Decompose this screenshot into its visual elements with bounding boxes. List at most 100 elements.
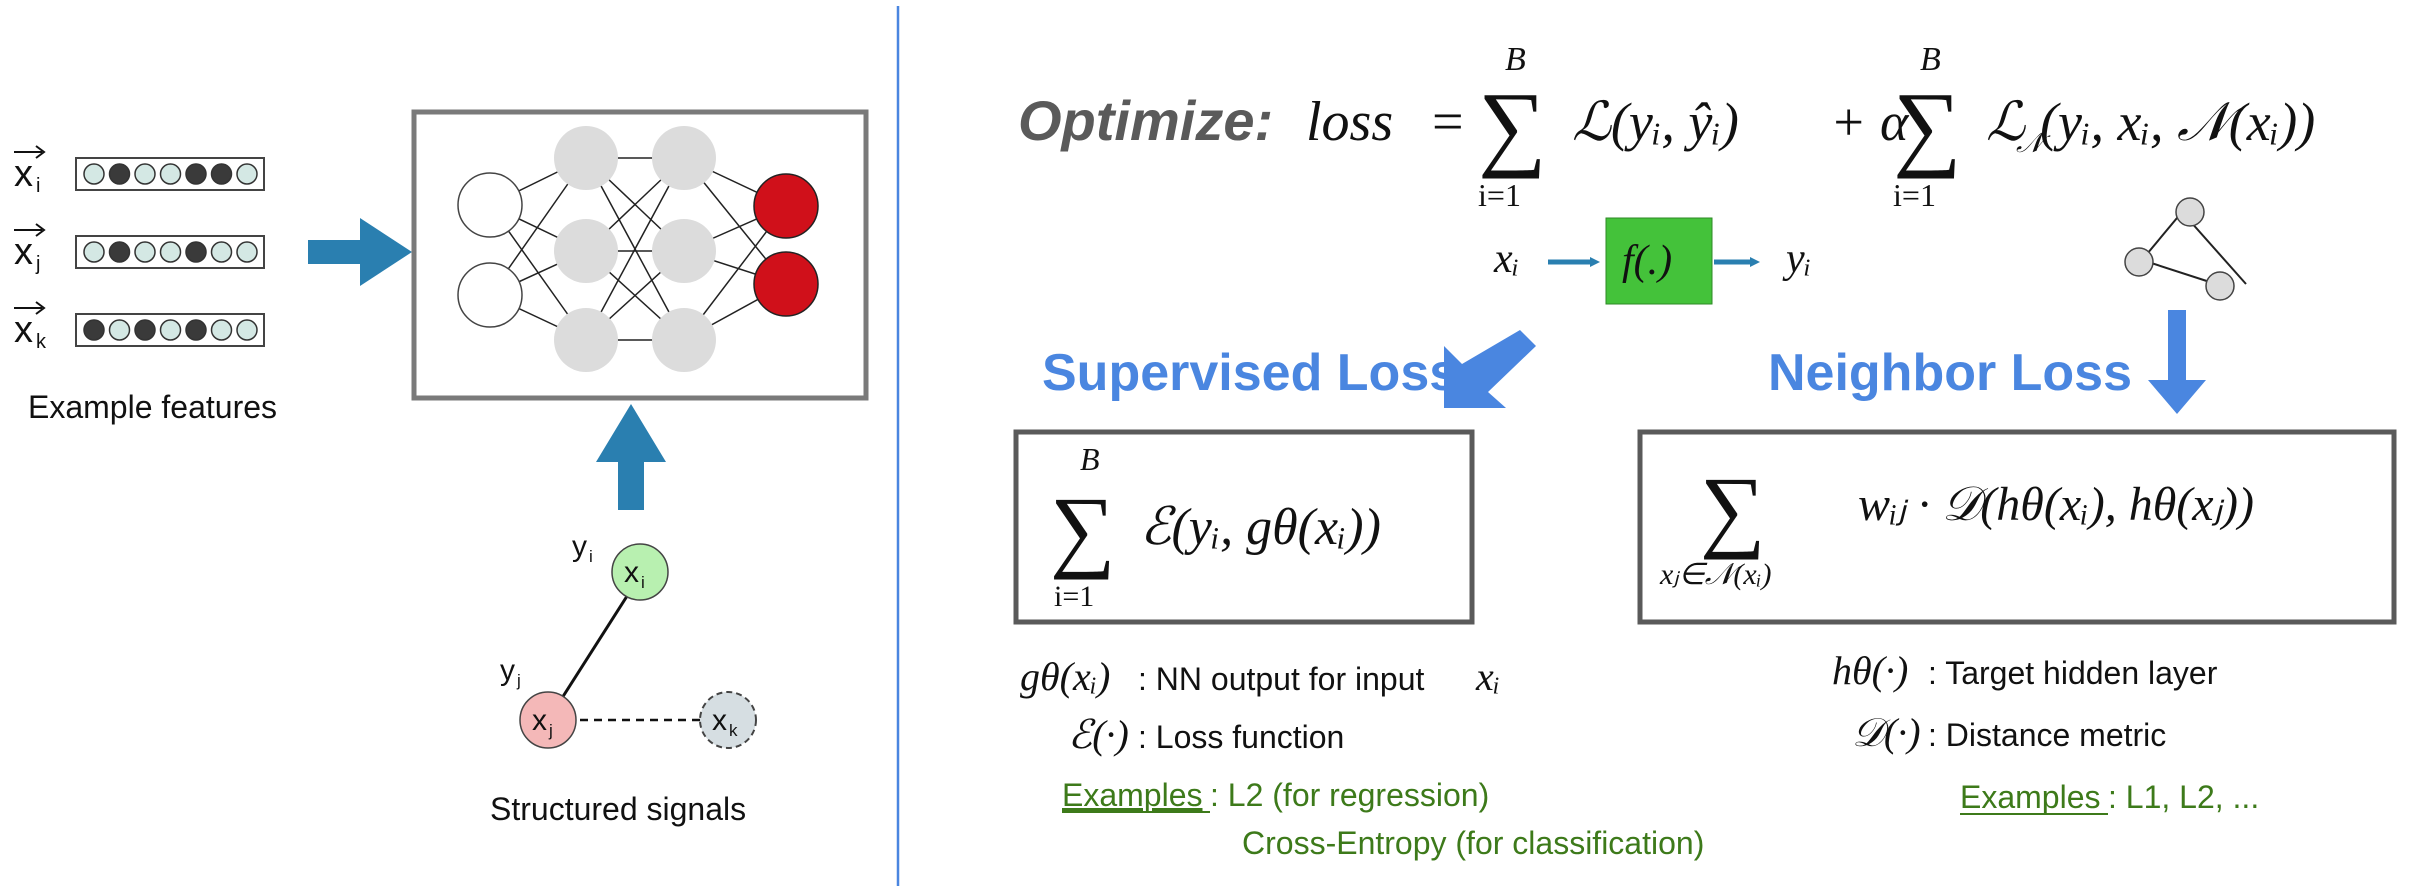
- sup-formula-body: ℰ(yᵢ, gθ(xᵢ)): [1140, 499, 1381, 556]
- label-yj: y: [500, 654, 515, 687]
- examples-text-2: Cross-Entropy (for classification): [1242, 825, 1704, 861]
- loss-term-1: ℒ(yᵢ, ŷᵢ): [1572, 92, 1739, 152]
- label-yi: y: [572, 530, 587, 563]
- structured-signals-graph: x i x j x k y i y j: [500, 530, 757, 749]
- sum-bottom-1: i=1: [1478, 177, 1521, 213]
- plus-alpha: + α: [1830, 92, 1910, 152]
- feature-cell: [108, 163, 131, 185]
- hidden-neuron: [652, 219, 716, 283]
- input-neuron: [457, 262, 523, 328]
- feature-cell: [159, 241, 182, 263]
- feature-cell: [159, 163, 182, 185]
- sum-symbol-icon: ∑: [1050, 478, 1116, 580]
- supervised-notes: gθ(xᵢ) : NN output for input xᵢ ℰ(·) : L…: [1020, 654, 1704, 861]
- loss-term-2: ℒ: [1986, 92, 2026, 152]
- loss-term-2-args: (yᵢ, xᵢ, 𝒩(xᵢ)): [2040, 92, 2315, 152]
- feature-label-xi: x: [14, 153, 33, 195]
- note-tail: xᵢ: [1475, 654, 1500, 699]
- neighbor-notes: hθ(·) : Target hidden layer 𝒟(·) : Dista…: [1832, 648, 2259, 815]
- node-xj-sub: j: [548, 721, 553, 740]
- function-box: [1605, 217, 1713, 305]
- vector-arrowhead-icon: [35, 223, 46, 237]
- input-neuron: [457, 172, 523, 238]
- feature-cell: [134, 319, 156, 341]
- feature-label-xj: x: [14, 231, 33, 273]
- examples-label: Examples: [1960, 779, 2101, 815]
- hidden-neuron: [554, 308, 618, 372]
- sum-symbol-icon: ∑: [1700, 458, 1766, 560]
- equals-sign: =: [1432, 91, 1464, 153]
- note-text: : Target hidden layer: [1928, 655, 2218, 691]
- flow-input: xᵢ: [1493, 236, 1519, 282]
- examples-label: Examples: [1062, 777, 1203, 813]
- node-xi: [611, 543, 669, 601]
- node-xi-label: x: [624, 556, 639, 589]
- feature-cell: [236, 241, 258, 263]
- loss-equation: Optimize: loss = B ∑ i=1 ℒ(yᵢ, ŷᵢ) + α B…: [1018, 41, 2315, 213]
- feature-cell: [185, 241, 207, 263]
- structured-signals-label: Structured signals: [490, 791, 746, 827]
- feature-cell: [83, 319, 105, 341]
- sum-top-2: B: [1920, 41, 1941, 78]
- feature-sub-i: i: [36, 175, 40, 197]
- note-symbol: hθ(·): [1832, 648, 1908, 693]
- hidden-neuron: [652, 308, 716, 372]
- feature-cell: [134, 241, 156, 263]
- feature-cell: [236, 163, 258, 185]
- note-symbol: 𝒟(·): [1852, 710, 1921, 755]
- feature-cell: [108, 241, 131, 263]
- feature-cell: [83, 241, 105, 263]
- sum-bottom-2: i=1: [1893, 177, 1936, 213]
- neural-network: [411, 109, 869, 401]
- output-neuron: [753, 251, 819, 317]
- sup-sum-top: B: [1080, 441, 1100, 477]
- note-symbol: gθ(xᵢ): [1020, 654, 1110, 699]
- sup-sum-bottom: i=1: [1054, 580, 1094, 613]
- feature-cell: [236, 319, 258, 341]
- note-text: : NN output for input: [1138, 661, 1424, 697]
- feature-cell: [210, 241, 233, 263]
- feature-row-k: x k: [14, 301, 265, 353]
- label-yi-sub: i: [589, 547, 593, 566]
- feature-cell: [185, 163, 207, 185]
- node-xk-label: x: [712, 704, 727, 737]
- examples-text: : L2 (for regression): [1210, 777, 1489, 813]
- feature-row-i: x i: [14, 145, 265, 197]
- neighbor-formula-box: ∑ xⱼ∈𝒩(xᵢ) wᵢⱼ · 𝒟(hθ(xᵢ), hθ(xⱼ)): [1637, 429, 2397, 625]
- feature-sub-j: j: [35, 253, 40, 275]
- feature-cell: [185, 319, 207, 341]
- feature-label-xk: x: [14, 309, 33, 351]
- feature-cell: [210, 319, 233, 341]
- examples-text: : L1, L2, ...: [2108, 779, 2259, 815]
- example-features-label: Example features: [28, 389, 277, 425]
- function-label: f(.): [1622, 238, 1672, 284]
- sum-top-1: B: [1505, 41, 1526, 78]
- note-symbol: ℰ(·): [1068, 712, 1129, 757]
- feature-row-j: x j: [14, 223, 265, 275]
- label-yj-sub: j: [516, 671, 521, 690]
- neighbor-arrow-icon: [2148, 310, 2206, 414]
- input-arrow-icon: [308, 218, 412, 286]
- output-neuron: [753, 173, 819, 239]
- feature-cell: [108, 319, 131, 341]
- node-xk: [699, 691, 757, 749]
- feature-cell: [134, 163, 156, 185]
- nbr-sum-bottom: xⱼ∈𝒩(xᵢ): [1659, 558, 1771, 591]
- feature-cell: [159, 319, 182, 341]
- vector-arrowhead-icon: [35, 145, 46, 159]
- hidden-neuron: [554, 126, 618, 190]
- neighbor-loss-title: Neighbor Loss: [1768, 344, 2132, 402]
- supervised-arrow-icon: [1444, 330, 1536, 408]
- right-panel: Optimize: loss = B ∑ i=1 ℒ(yᵢ, ŷᵢ) + α B…: [1013, 41, 2397, 861]
- node-xj-label: x: [532, 704, 547, 737]
- vector-arrowhead-icon: [35, 301, 46, 315]
- supervised-loss-title: Supervised Loss: [1042, 344, 1458, 402]
- structured-signals-arrow-icon: [596, 404, 666, 510]
- sum-symbol-icon: ∑: [1478, 72, 1546, 179]
- optimize-label: Optimize:: [1018, 89, 1273, 152]
- feature-cell: [83, 163, 105, 185]
- feature-sub-k: k: [36, 331, 47, 353]
- function-flow: xᵢ f(.) yᵢ: [1493, 217, 1811, 305]
- supervised-formula-box: B ∑ i=1 ℰ(yᵢ, gθ(xᵢ)): [1013, 429, 1475, 625]
